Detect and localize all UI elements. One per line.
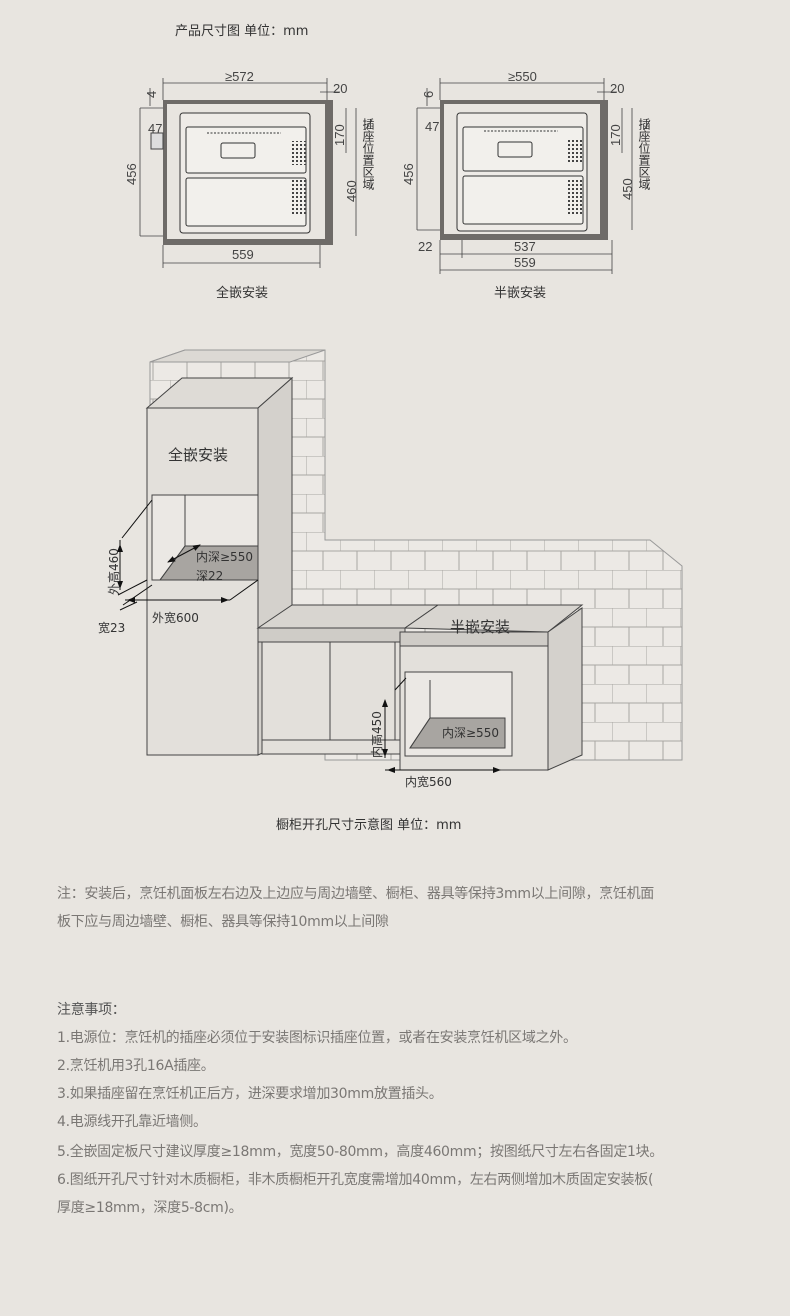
dim-right-gap: 20 — [333, 81, 347, 96]
dim-left-offset: 22 — [418, 239, 432, 254]
full-embed-caption: 全嵌安装 — [216, 285, 268, 301]
inner-depth-label: 内深≥550 — [196, 550, 253, 564]
full-embed-label: 全嵌安装 — [168, 446, 228, 464]
dim-bottom-width: 559 — [232, 247, 254, 262]
dim-width-min: ≥550 — [508, 69, 537, 84]
precaution-item: 厚度≥18mm，深度5-8cm)。 — [57, 1200, 243, 1216]
inner-height-label: 内高450 — [369, 711, 384, 758]
dim-side-offset: 47 — [425, 119, 439, 134]
cabinet-caption: 橱柜开孔尺寸示意图 单位：mm — [276, 817, 461, 833]
dim-right-gap: 20 — [610, 81, 624, 96]
note-line-1: 注：安装后，烹饪机面板左右边及上边应与周边墙壁、橱柜、器具等保持3mm以上间隙，… — [57, 886, 654, 902]
socket-zone-label: 插座位置区域 — [361, 118, 375, 190]
dim-bottom-width: 559 — [514, 255, 536, 270]
socket-zone-label: 插座位置区域 — [637, 118, 651, 190]
half-embed-label: 半嵌安装 — [450, 618, 510, 636]
precaution-item: 6.图纸开孔尺寸针对木质橱柜，非木质橱柜开孔宽度需增加40mm，左右两侧增加木质… — [57, 1172, 654, 1188]
dim-top-gap: 4 — [144, 91, 159, 98]
dim-inner-width: 537 — [514, 239, 536, 254]
dim-side-offset: 47 — [148, 121, 162, 136]
inner-depth-label: 内深≥550 — [442, 726, 499, 740]
precaution-item: 5.全嵌固定板尺寸建议厚度≥18mm，宽度50-80mm，高度460mm；按图纸… — [57, 1144, 664, 1160]
dim-width-min: ≥572 — [225, 69, 254, 84]
outer-width-label: 外宽600 — [152, 610, 199, 625]
precaution-item: 2.烹饪机用3孔16A插座。 — [57, 1058, 215, 1074]
cabinet-scene: 全嵌安装 外高460 内深≥550 深22 外宽600 宽23 半嵌安装 内高4… — [98, 349, 683, 789]
precaution-item: 4.电源线开孔靠近墙侧。 — [57, 1114, 207, 1130]
precaution-item: 3.如果插座留在烹饪机正后方，进深要求增加30mm放置插头。 — [57, 1086, 443, 1102]
inner-width-label: 内宽560 — [405, 774, 452, 789]
top-title: 产品尺寸图 单位：mm — [175, 24, 308, 39]
diagrams: 产品尺寸图 单位：mm ≥572 20 4 47 456 170 460 插座位… — [98, 24, 683, 833]
dim-cavity-height: 450 — [620, 178, 635, 200]
precautions-title: 注意事项： — [57, 1002, 126, 1018]
dim-socket-height: 170 — [608, 124, 623, 146]
half-embed-drawing: ≥550 20 6 47 456 170 450 插座位置区域 22 537 5… — [401, 69, 651, 301]
dim-height: 456 — [124, 163, 139, 185]
full-embed-drawing: ≥572 20 4 47 456 170 460 插座位置区域 559 全嵌安装 — [124, 69, 375, 301]
dim-height: 456 — [401, 163, 416, 185]
dim-socket-height: 170 — [332, 124, 347, 146]
half-embed-caption: 半嵌安装 — [494, 286, 546, 301]
precaution-item: 1.电源位：烹饪机的插座必须位于安装图标识插座位置，或者在安装烹饪机区域之外。 — [57, 1030, 577, 1046]
outer-height-label: 外高460 — [106, 548, 121, 595]
note-line-2: 板下应与周边墙壁、橱柜、器具等保持10mm以上间隙 — [57, 914, 389, 930]
dim-cavity-height: 460 — [344, 180, 359, 202]
width-label: 宽23 — [98, 620, 125, 635]
dim-top-gap: 6 — [421, 91, 436, 98]
depth-label: 深22 — [196, 569, 223, 583]
